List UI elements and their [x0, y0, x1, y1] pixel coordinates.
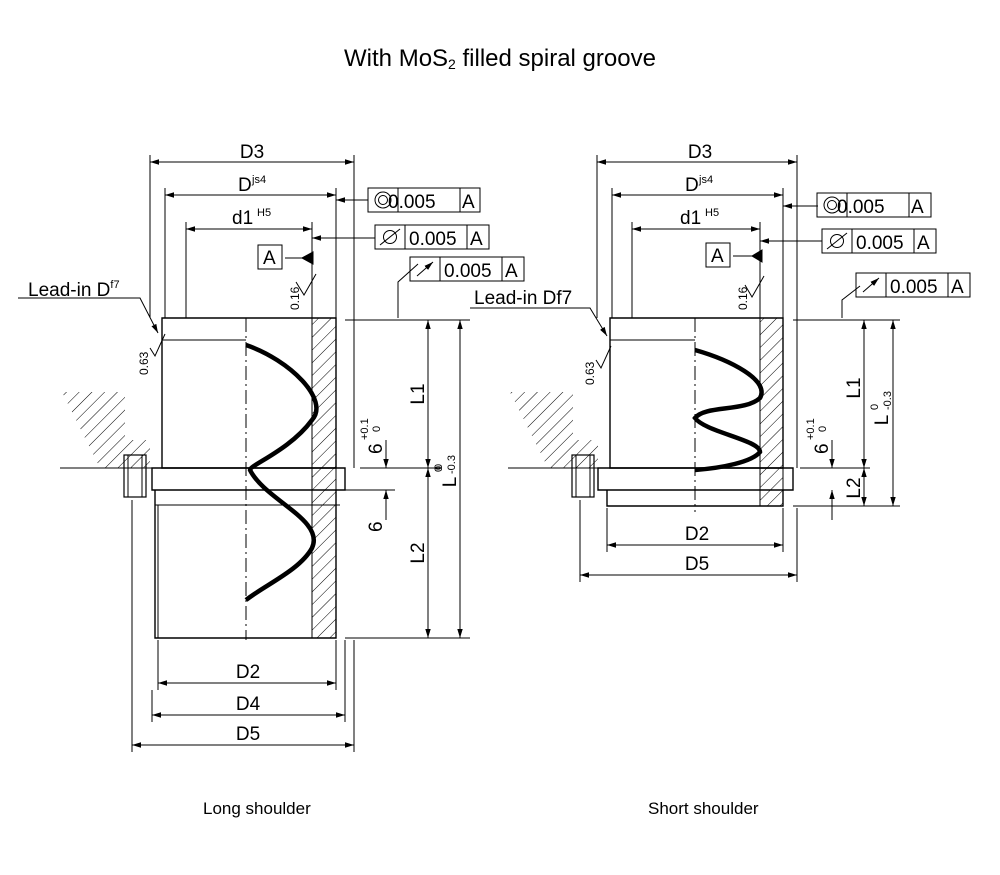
- dim-six-tol-upper: +0.1: [359, 418, 371, 440]
- bushing-flange-right: [597, 467, 794, 491]
- fcf2-value-right: 0.005: [856, 233, 904, 254]
- dim-six-right: 6: [812, 443, 833, 454]
- roughness-063-right: 0.63: [583, 361, 597, 385]
- housing-hatch-right: [510, 392, 598, 468]
- screw: [123, 454, 147, 498]
- dim-D2: D2: [236, 662, 260, 683]
- dim-D2-right: D2: [685, 524, 709, 545]
- dim-L2: L2: [408, 542, 429, 563]
- fcf2-datum-right: A: [917, 233, 930, 254]
- dim-D: D: [238, 175, 252, 196]
- dim-d1: d1: [232, 208, 253, 229]
- dim-L1: L1: [408, 383, 429, 404]
- caption-long-shoulder: Long shoulder: [203, 799, 311, 818]
- zero-left-flange: 0: [433, 466, 445, 472]
- dim-L-right: L: [872, 415, 893, 426]
- long-shoulder-drawing: [18, 155, 525, 752]
- caption-short-shoulder: Short shoulder: [648, 799, 759, 818]
- dim-D5: D5: [236, 724, 260, 745]
- fcf1-value: 0.005: [388, 192, 436, 213]
- dim-L-tol-upper-right: 0: [869, 404, 881, 410]
- lead-in-label-right: Lead-in Df7: [474, 288, 572, 309]
- bushing-wall-hatch-right: [759, 317, 784, 507]
- dim-six-tol-lower: 0: [371, 426, 383, 432]
- roughness-016: 0.16: [288, 286, 302, 310]
- dim-six-lower: 6: [366, 521, 387, 532]
- dim-D-right: D: [685, 175, 699, 196]
- screw-right: [571, 454, 595, 498]
- datum-A-box: A: [263, 248, 276, 269]
- roughness-063: 0.63: [137, 351, 151, 375]
- fcf1-datum-right: A: [911, 197, 924, 218]
- spiral-groove: [244, 342, 319, 602]
- title-text: With MoS: [344, 45, 449, 72]
- dim-six-tol-upper-right: +0.1: [805, 418, 817, 440]
- title-subscript: 2: [448, 56, 456, 72]
- long-shoulder-labels: D3 D js4 d1 H5 D2 D4 D5 L1 L2 L 0 -0.3 6…: [28, 142, 518, 745]
- fcf1-value-right: 0.005: [837, 197, 885, 218]
- short-shoulder-drawing: [470, 155, 971, 582]
- title-text-suffix: filled spiral groove: [455, 45, 656, 72]
- dim-L: L: [440, 477, 461, 488]
- dim-D5-right: D5: [685, 554, 709, 575]
- dim-D-sup-right: js4: [698, 174, 713, 186]
- dim-D4: D4: [236, 694, 261, 715]
- dim-L-tol-lower-right: -0.3: [882, 391, 894, 410]
- dim-L1-right: L1: [844, 377, 865, 398]
- fcf2-datum: A: [470, 229, 483, 250]
- datum-A-box-right: A: [711, 246, 724, 267]
- dim-d1-sup-right: H5: [705, 207, 719, 219]
- housing-hatch: [62, 392, 150, 468]
- dim-D3: D3: [240, 142, 264, 163]
- lead-in-label: Lead-in Df7: [28, 279, 120, 301]
- dim-d1-sup: H5: [257, 207, 271, 219]
- dim-d1-right: d1: [680, 208, 701, 229]
- dim-six-upper: 6: [366, 443, 387, 454]
- fcf3-value: 0.005: [444, 261, 492, 282]
- dim-six-tol-lower-right: 0: [817, 426, 829, 432]
- dim-L-tol-upper: 0: [433, 464, 445, 470]
- roughness-016-right: 0.16: [736, 286, 750, 310]
- fcf3-datum-right: A: [951, 277, 964, 298]
- bushing-wall-hatch: [311, 317, 337, 639]
- fcf1-datum: A: [462, 192, 475, 213]
- fcf3-value-right: 0.005: [890, 277, 938, 298]
- spiral-groove-right: [692, 347, 764, 473]
- dim-D-sup: js4: [251, 174, 266, 186]
- dim-L-tol-lower: -0.3: [446, 455, 458, 474]
- dim-L2-right: L2: [844, 477, 865, 498]
- dim-D3-right: D3: [688, 142, 712, 163]
- diagram-title: With MoS2 filled spiral groove: [0, 45, 1000, 73]
- fcf3-datum: A: [505, 261, 518, 282]
- fcf2-value: 0.005: [409, 229, 457, 250]
- short-shoulder-labels: D3 D js4 d1 H5 D2 D5 L1 L2 L 0 -0.3 6 +0…: [433, 142, 964, 575]
